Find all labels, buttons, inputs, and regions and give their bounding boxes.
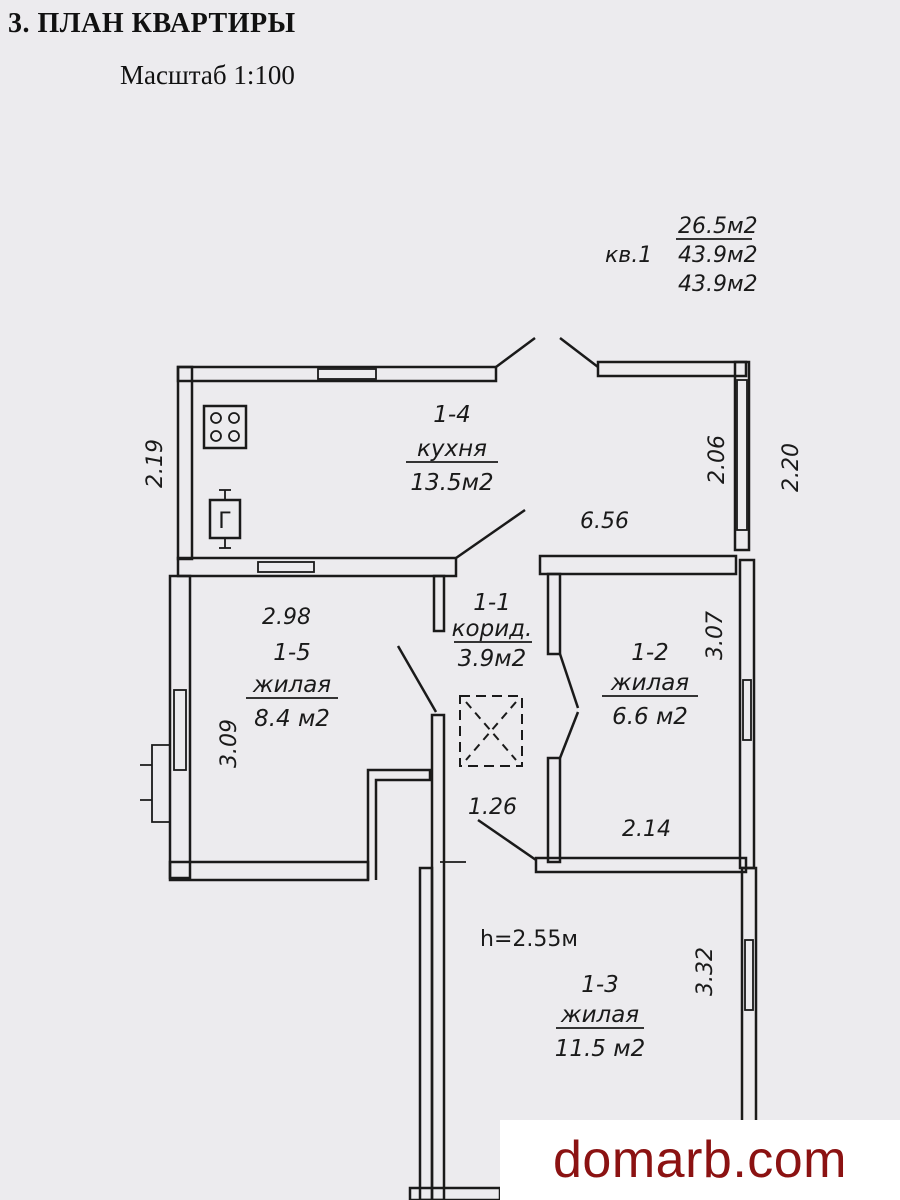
- room-1-3-label: 1-3 жилая 11.5 м2: [555, 972, 646, 1062]
- svg-text:жилая: жилая: [560, 1002, 639, 1028]
- balcony-stub: [140, 744, 170, 823]
- burner-icon: [210, 430, 222, 442]
- dim-kitchen-left: 2.19: [143, 439, 168, 488]
- dim-room-15-width: 2.98: [262, 605, 311, 630]
- watermark-text: domarb.com: [553, 1131, 847, 1189]
- watermark-logo: domarb.com: [500, 1120, 900, 1200]
- gas-meter-icon: Г: [208, 489, 242, 549]
- bay-wall-right: [559, 337, 599, 368]
- room-15-left-wall: [168, 574, 192, 880]
- dim-kitchen-right-inner: 2.06: [705, 435, 730, 484]
- svg-text:1-3: 1-3: [581, 972, 619, 998]
- room-12-door-lower: [558, 711, 580, 759]
- plan-scale: Масштаб 1:100: [120, 60, 295, 90]
- svg-text:1-5: 1-5: [273, 640, 311, 666]
- room-1-4-label: 1-4 кухня 13.5м2: [406, 402, 498, 496]
- room-12-left-wall-lower: [546, 756, 562, 864]
- room-12-top-wall: [538, 554, 738, 576]
- svg-text:11.5 м2: 11.5 м2: [555, 1036, 646, 1062]
- svg-text:8.4 м2: 8.4 м2: [254, 706, 330, 732]
- svg-text:13.5м2: 13.5м2: [410, 470, 493, 496]
- kitchen-top-wall-right: [596, 360, 748, 378]
- central-partition-outer: [418, 866, 434, 1200]
- kitchen-bottom-wall: [176, 556, 458, 578]
- svg-text:корид.: корид.: [452, 616, 533, 642]
- central-partition: [430, 713, 446, 1200]
- room-12-door-upper: [558, 653, 580, 709]
- apartment-label: кв.1: [605, 243, 652, 268]
- dim-room-13-height: 3.32: [693, 947, 718, 996]
- dim-room-12-width: 2.14: [622, 817, 671, 842]
- kitchen-right-window: [736, 379, 748, 531]
- room-12-window: [742, 679, 752, 741]
- bay-wall-left: [495, 336, 536, 369]
- room-13-bottom-wall: [408, 1186, 502, 1200]
- room-1-1-label: 1-1 корид. 3.9м2: [452, 590, 533, 672]
- dim-kitchen-width: 6.56: [580, 509, 629, 534]
- room-15-notch-wall: [366, 768, 432, 880]
- room-1-2-label: 1-2 жилая 6.6 м2: [602, 640, 698, 730]
- dim-kitchen-right-outer: 2.20: [779, 443, 804, 492]
- dim-room-15-height: 3.09: [217, 719, 242, 768]
- partition-stub: [432, 574, 446, 633]
- apartment-area-total2: 43.9м2: [678, 272, 758, 297]
- room-1-5-label: 1-5 жилая 8.4 м2: [246, 640, 338, 732]
- stove-icon: [202, 404, 248, 450]
- dim-room-12-height: 3.07: [703, 611, 728, 660]
- room-13-door-swing: [477, 818, 537, 862]
- room-15-door-swing: [396, 645, 438, 713]
- burner-icon: [228, 430, 240, 442]
- kitchen-bottom-window: [257, 561, 315, 573]
- kitchen-door-swing: [455, 508, 526, 560]
- dim-corridor-width: 1.26: [468, 795, 517, 820]
- kitchen-right-wall: [733, 360, 751, 552]
- svg-text:жилая: жилая: [252, 672, 331, 698]
- kitchen-top-window: [317, 368, 377, 380]
- svg-text:жилая: жилая: [610, 670, 689, 696]
- room-15-bottom-wall: [168, 860, 370, 882]
- ceiling-height: h=2.55м: [480, 927, 578, 952]
- room-15-window: [173, 689, 187, 771]
- svg-text:1-2: 1-2: [631, 640, 669, 666]
- svg-text:1-1: 1-1: [473, 590, 511, 616]
- svg-text:1-4: 1-4: [433, 402, 471, 428]
- ventilation-shaft-icon: [459, 695, 523, 767]
- room-13-right-wall: [740, 866, 758, 1130]
- plan-title: 3. ПЛАН КВАРТИРЫ: [8, 8, 296, 39]
- svg-text:кухня: кухня: [417, 436, 487, 462]
- room-12-bottom-wall: [534, 856, 748, 874]
- walls: [140, 336, 758, 1200]
- svg-text:3.9м2: 3.9м2: [458, 646, 527, 672]
- burner-icon: [210, 412, 222, 424]
- svg-text:6.6 м2: 6.6 м2: [612, 704, 688, 730]
- gas-meter-label: Г: [218, 509, 231, 534]
- kitchen-left-wall: [176, 365, 194, 561]
- apartment-area-living: 26.5м2: [678, 214, 758, 239]
- room-12-right-wall: [738, 558, 756, 870]
- room-13-window: [744, 939, 754, 1011]
- burner-icon: [228, 412, 240, 424]
- apartment-area-total: 43.9м2: [678, 243, 758, 268]
- room-12-left-wall-upper: [546, 572, 562, 656]
